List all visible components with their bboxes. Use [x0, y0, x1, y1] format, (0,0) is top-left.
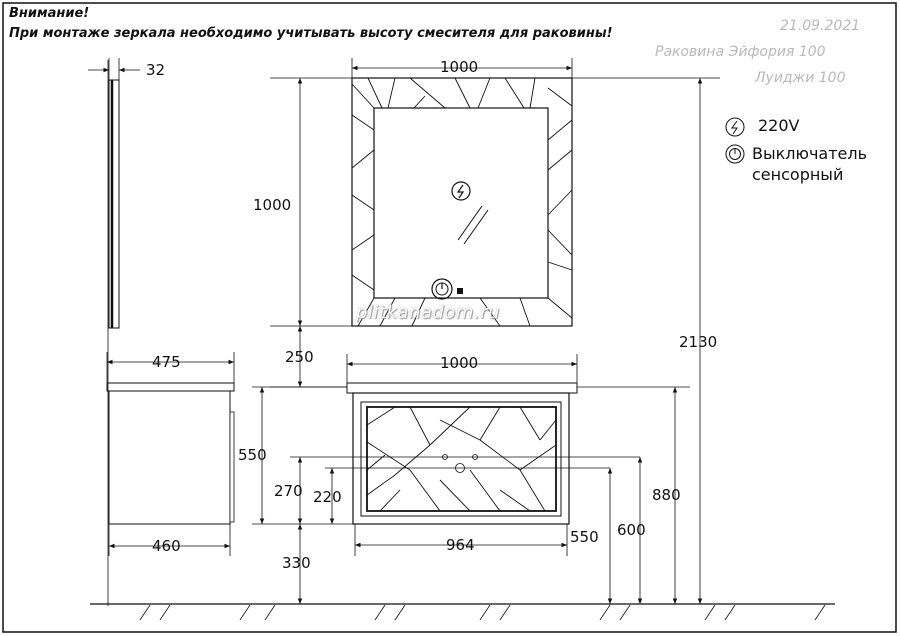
dim-cabinet-height — [252, 386, 353, 525]
switch-label-2: сенсорный — [752, 165, 844, 184]
power-button-icon — [725, 144, 745, 164]
dim-mirror-width — [351, 58, 573, 78]
cabinet-side-view — [106, 352, 235, 556]
dim-label-880: 880 — [652, 486, 681, 504]
dim-inner-964 — [354, 524, 568, 556]
dim-label-gap: 250 — [285, 348, 314, 366]
dim-label-cabinet-depth-top: 475 — [152, 353, 181, 371]
dim-right-heights — [577, 386, 690, 604]
dim-label-cabinet-height: 550 — [238, 446, 267, 464]
dim-label-330: 330 — [282, 554, 311, 572]
mirror-side-view — [88, 58, 140, 329]
dim-label-mirror-width: 1000 — [440, 58, 479, 76]
mirror-front-view — [351, 77, 573, 327]
switch-label-1: Выключатель — [752, 144, 868, 163]
lightning-icon — [725, 117, 745, 137]
sink-series-label: Луиджи 100 — [755, 70, 846, 86]
dim-total-height — [572, 77, 720, 604]
cabinet-front-view — [346, 382, 578, 525]
dim-label-270: 270 — [274, 482, 303, 500]
dim-label-mirror-height: 1000 — [253, 196, 292, 214]
dim-label-220: 220 — [313, 488, 342, 506]
dim-label-600: 600 — [617, 521, 646, 539]
power-label: 220V — [758, 116, 800, 135]
sink-model-label: Раковина Эйфория 100 — [655, 44, 826, 60]
date-label: 21.09.2021 — [780, 18, 861, 34]
dim-270-220 — [290, 456, 640, 524]
warning-text: При монтаже зеркала необходимо учитывать… — [9, 26, 613, 41]
dim-label-964: 964 — [446, 536, 475, 554]
dim-label-total-height: 2130 — [679, 333, 718, 351]
dim-label-mirror-depth: 32 — [146, 61, 166, 79]
dim-label-550-right: 550 — [570, 528, 599, 546]
dim-label-cabinet-width: 1000 — [440, 354, 479, 372]
dim-label-cabinet-depth-bottom: 460 — [152, 537, 181, 555]
dim-mirror-height — [270, 77, 352, 327]
watermark: plitkanadom.ru — [356, 302, 500, 323]
floor-line — [90, 603, 835, 621]
dim-cabinet-width — [346, 354, 578, 383]
warning-title: Внимание! — [9, 6, 90, 21]
